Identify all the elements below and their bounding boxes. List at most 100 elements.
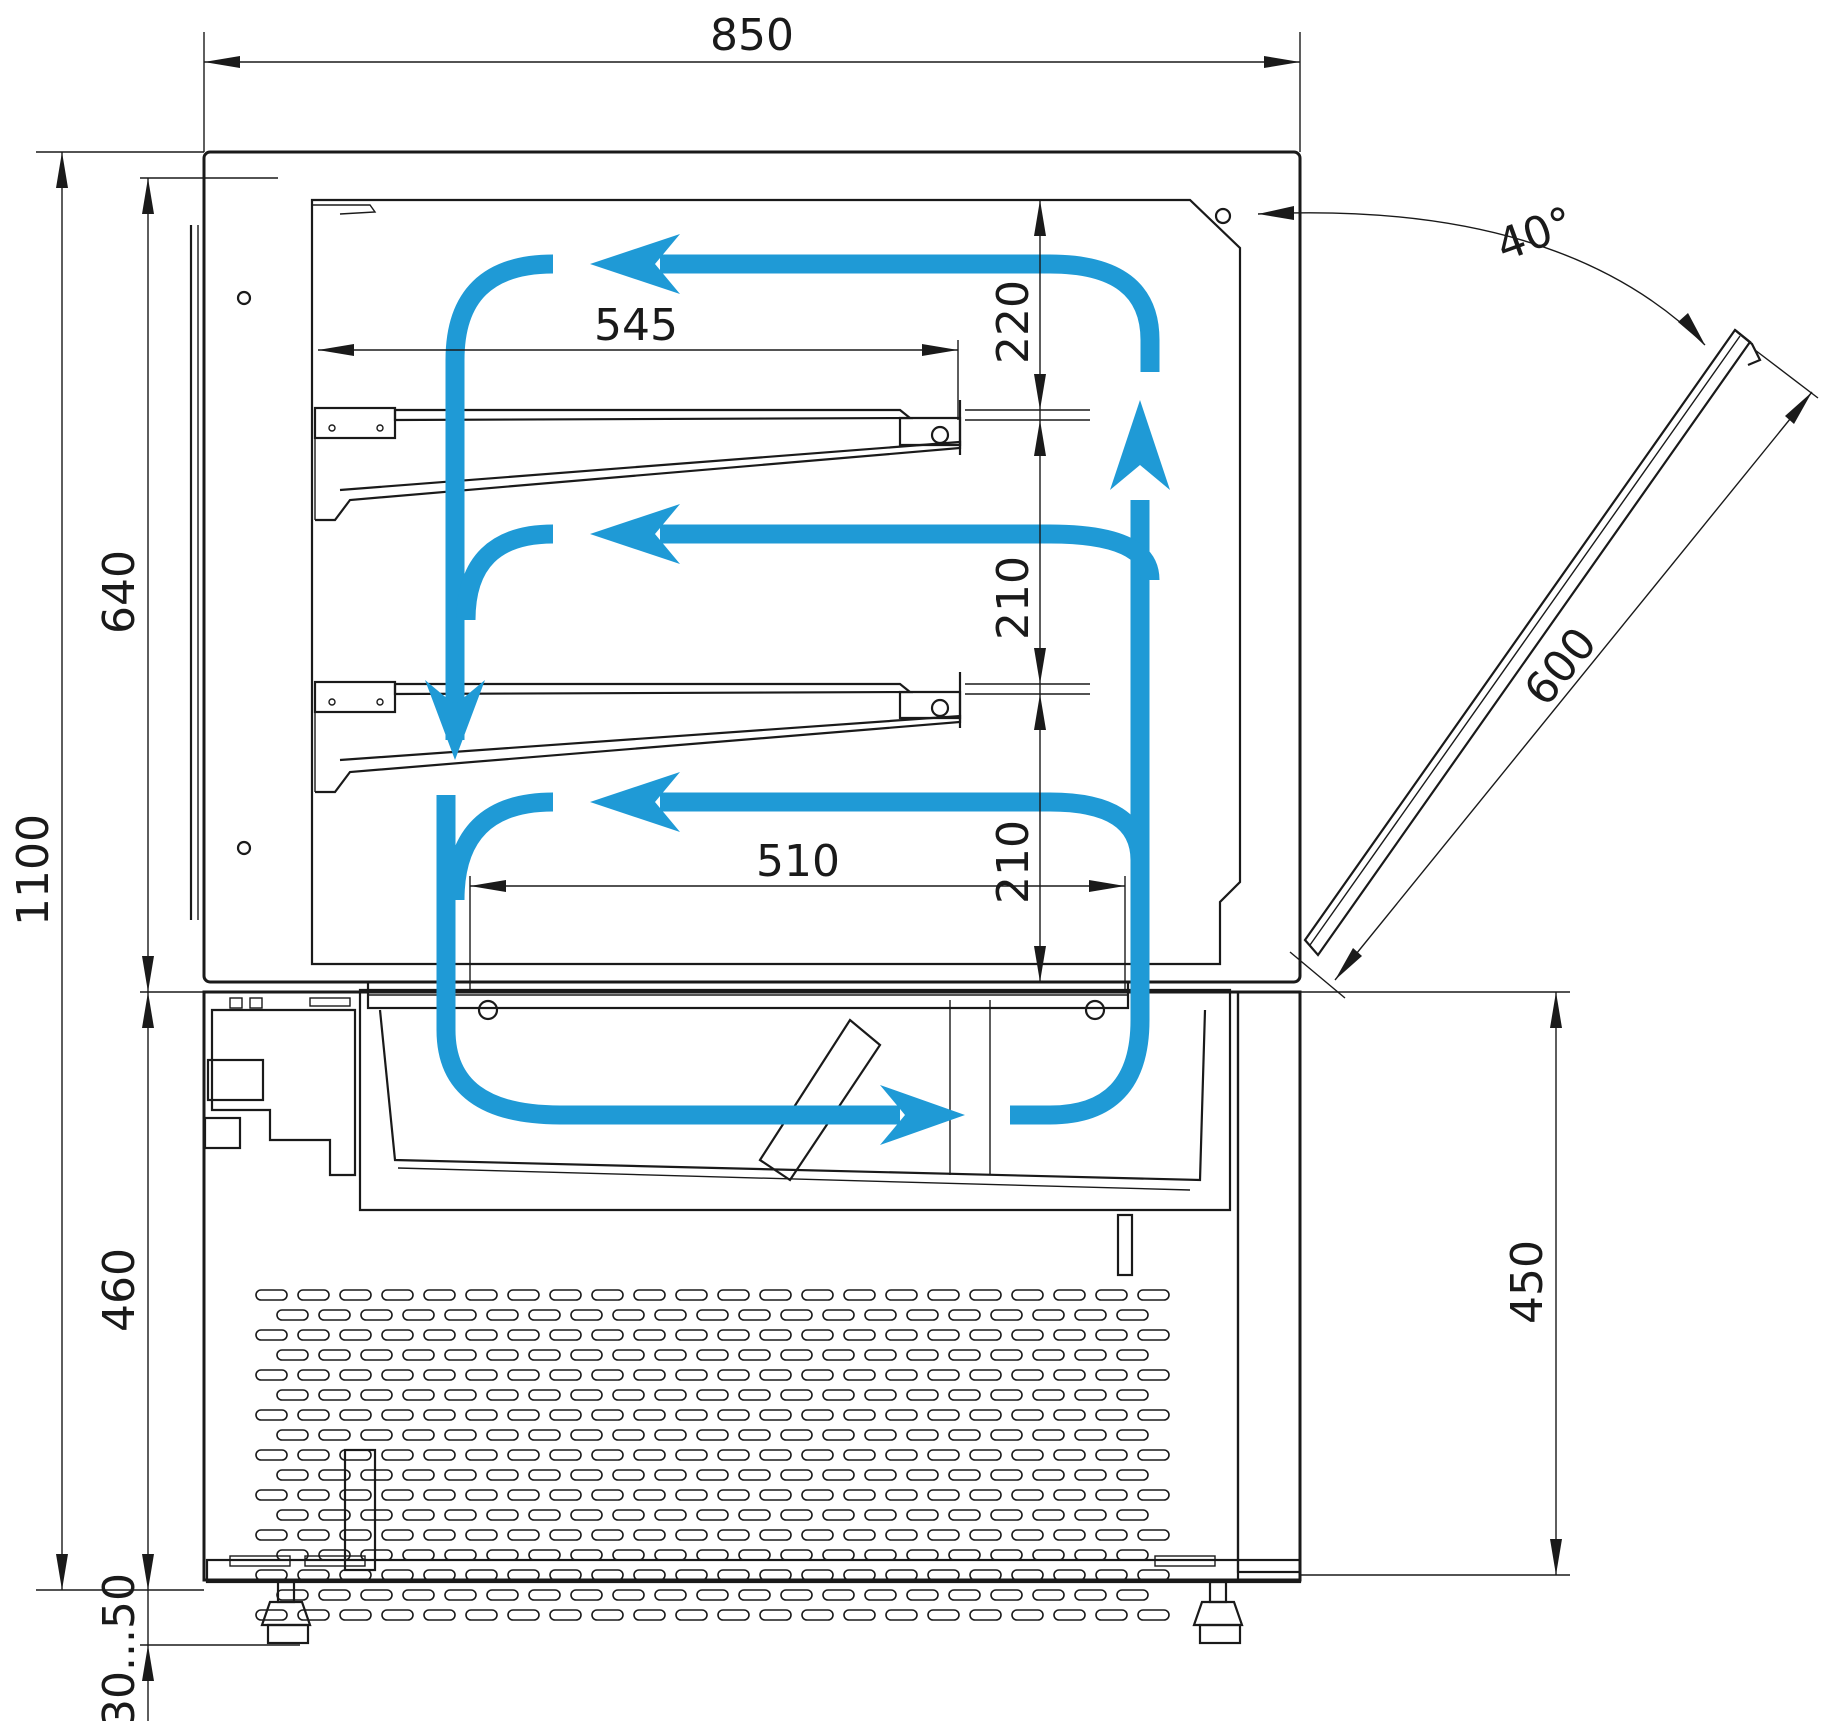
grille-slot [675,1609,708,1621]
grille-slot [1095,1369,1128,1381]
grille-slot [990,1349,1023,1361]
grille-slot [549,1449,582,1461]
grille-slot [465,1609,498,1621]
grille-slot [1011,1329,1044,1341]
grille-slot [402,1509,435,1521]
grille-slot [549,1569,582,1581]
grille-slot [612,1509,645,1521]
grille-slot [570,1589,603,1601]
grille-slot [444,1509,477,1521]
grille-slot [633,1289,666,1301]
grille-slot [612,1429,645,1441]
grille-slot [1011,1369,1044,1381]
grille-slot [1053,1609,1086,1621]
grille-slot [654,1349,687,1361]
grille-slot [885,1449,918,1461]
grille-slot [591,1449,624,1461]
grille-slot [423,1289,456,1301]
grille-slot [990,1309,1023,1321]
grille-slot [654,1389,687,1401]
grille-slot [1095,1289,1128,1301]
grille-slot [465,1569,498,1581]
grille-slot [381,1609,414,1621]
label-lower-height: 460 [94,1248,145,1332]
bottom-flow-right [436,795,900,1125]
grille-slot [1053,1489,1086,1501]
grille-slot [1053,1369,1086,1381]
grille-slot [1137,1489,1170,1501]
grille-slot [1095,1409,1128,1421]
grille-slot [906,1469,939,1481]
grille-slot [1137,1609,1170,1621]
grille-slot [255,1569,288,1581]
grille-slot [339,1409,372,1421]
grille-slot [360,1509,393,1521]
rail-block-1 [229,1555,291,1567]
grille-slot [297,1529,330,1541]
grille-slot [906,1589,939,1601]
grille-slot [318,1349,351,1361]
grille-slot [444,1349,477,1361]
top-bracket [312,204,377,215]
grille-slot [1053,1329,1086,1341]
grille-slot [738,1589,771,1601]
grille-slot [780,1469,813,1481]
grille-slot [1095,1489,1128,1501]
grille-slot [675,1449,708,1461]
grille-slot [927,1609,960,1621]
grille-slot [780,1549,813,1561]
grille-slot [675,1409,708,1421]
grille-slot [759,1569,792,1581]
grille-slot [339,1529,372,1541]
grille-slot [339,1289,372,1301]
grille-slot [591,1409,624,1421]
grille-slot [1095,1449,1128,1461]
grille-slot [528,1589,561,1601]
grille-slot [654,1469,687,1481]
grille-slot [948,1389,981,1401]
grille-slot [948,1589,981,1601]
grille-slot [444,1469,477,1481]
grille-slot [990,1549,1023,1561]
grille-slot [990,1509,1023,1521]
grille-slot [969,1289,1002,1301]
grille-slot [864,1549,897,1561]
drain-tray [378,1009,1207,1182]
grille-slot [969,1569,1002,1581]
grille-slot [717,1289,750,1301]
grille-slot [927,1329,960,1341]
grille-slot [486,1469,519,1481]
left-arrowhead-low [590,772,680,832]
grille-slot [591,1289,624,1301]
grille-slot [654,1429,687,1441]
grille-slot [528,1389,561,1401]
grille-slot [801,1369,834,1381]
grille-slot [885,1409,918,1421]
grille-slot [486,1549,519,1561]
grille-slot [612,1389,645,1401]
grille-slot [1053,1449,1086,1461]
grille-slot [822,1589,855,1601]
grille-slot [696,1589,729,1601]
grille-slot [507,1609,540,1621]
label-door-length: 600 [1514,618,1606,715]
grille-slot [780,1589,813,1601]
grille-slot [402,1429,435,1441]
grille-slot [318,1469,351,1481]
grille-slot [423,1569,456,1581]
grille-slot [591,1569,624,1581]
grille-slot [822,1509,855,1521]
grille-slot [1011,1289,1044,1301]
grille-slot [864,1509,897,1521]
grille-slot [570,1309,603,1321]
grille-slot [738,1349,771,1361]
grille-slot [759,1289,792,1301]
grille-slot [402,1589,435,1601]
grille-slot [801,1409,834,1421]
grille-slot [339,1329,372,1341]
grille-slot [528,1429,561,1441]
grille-slot [276,1589,309,1601]
grille-slot [1074,1589,1107,1601]
label-right-lower-height: 450 [1502,1240,1553,1324]
